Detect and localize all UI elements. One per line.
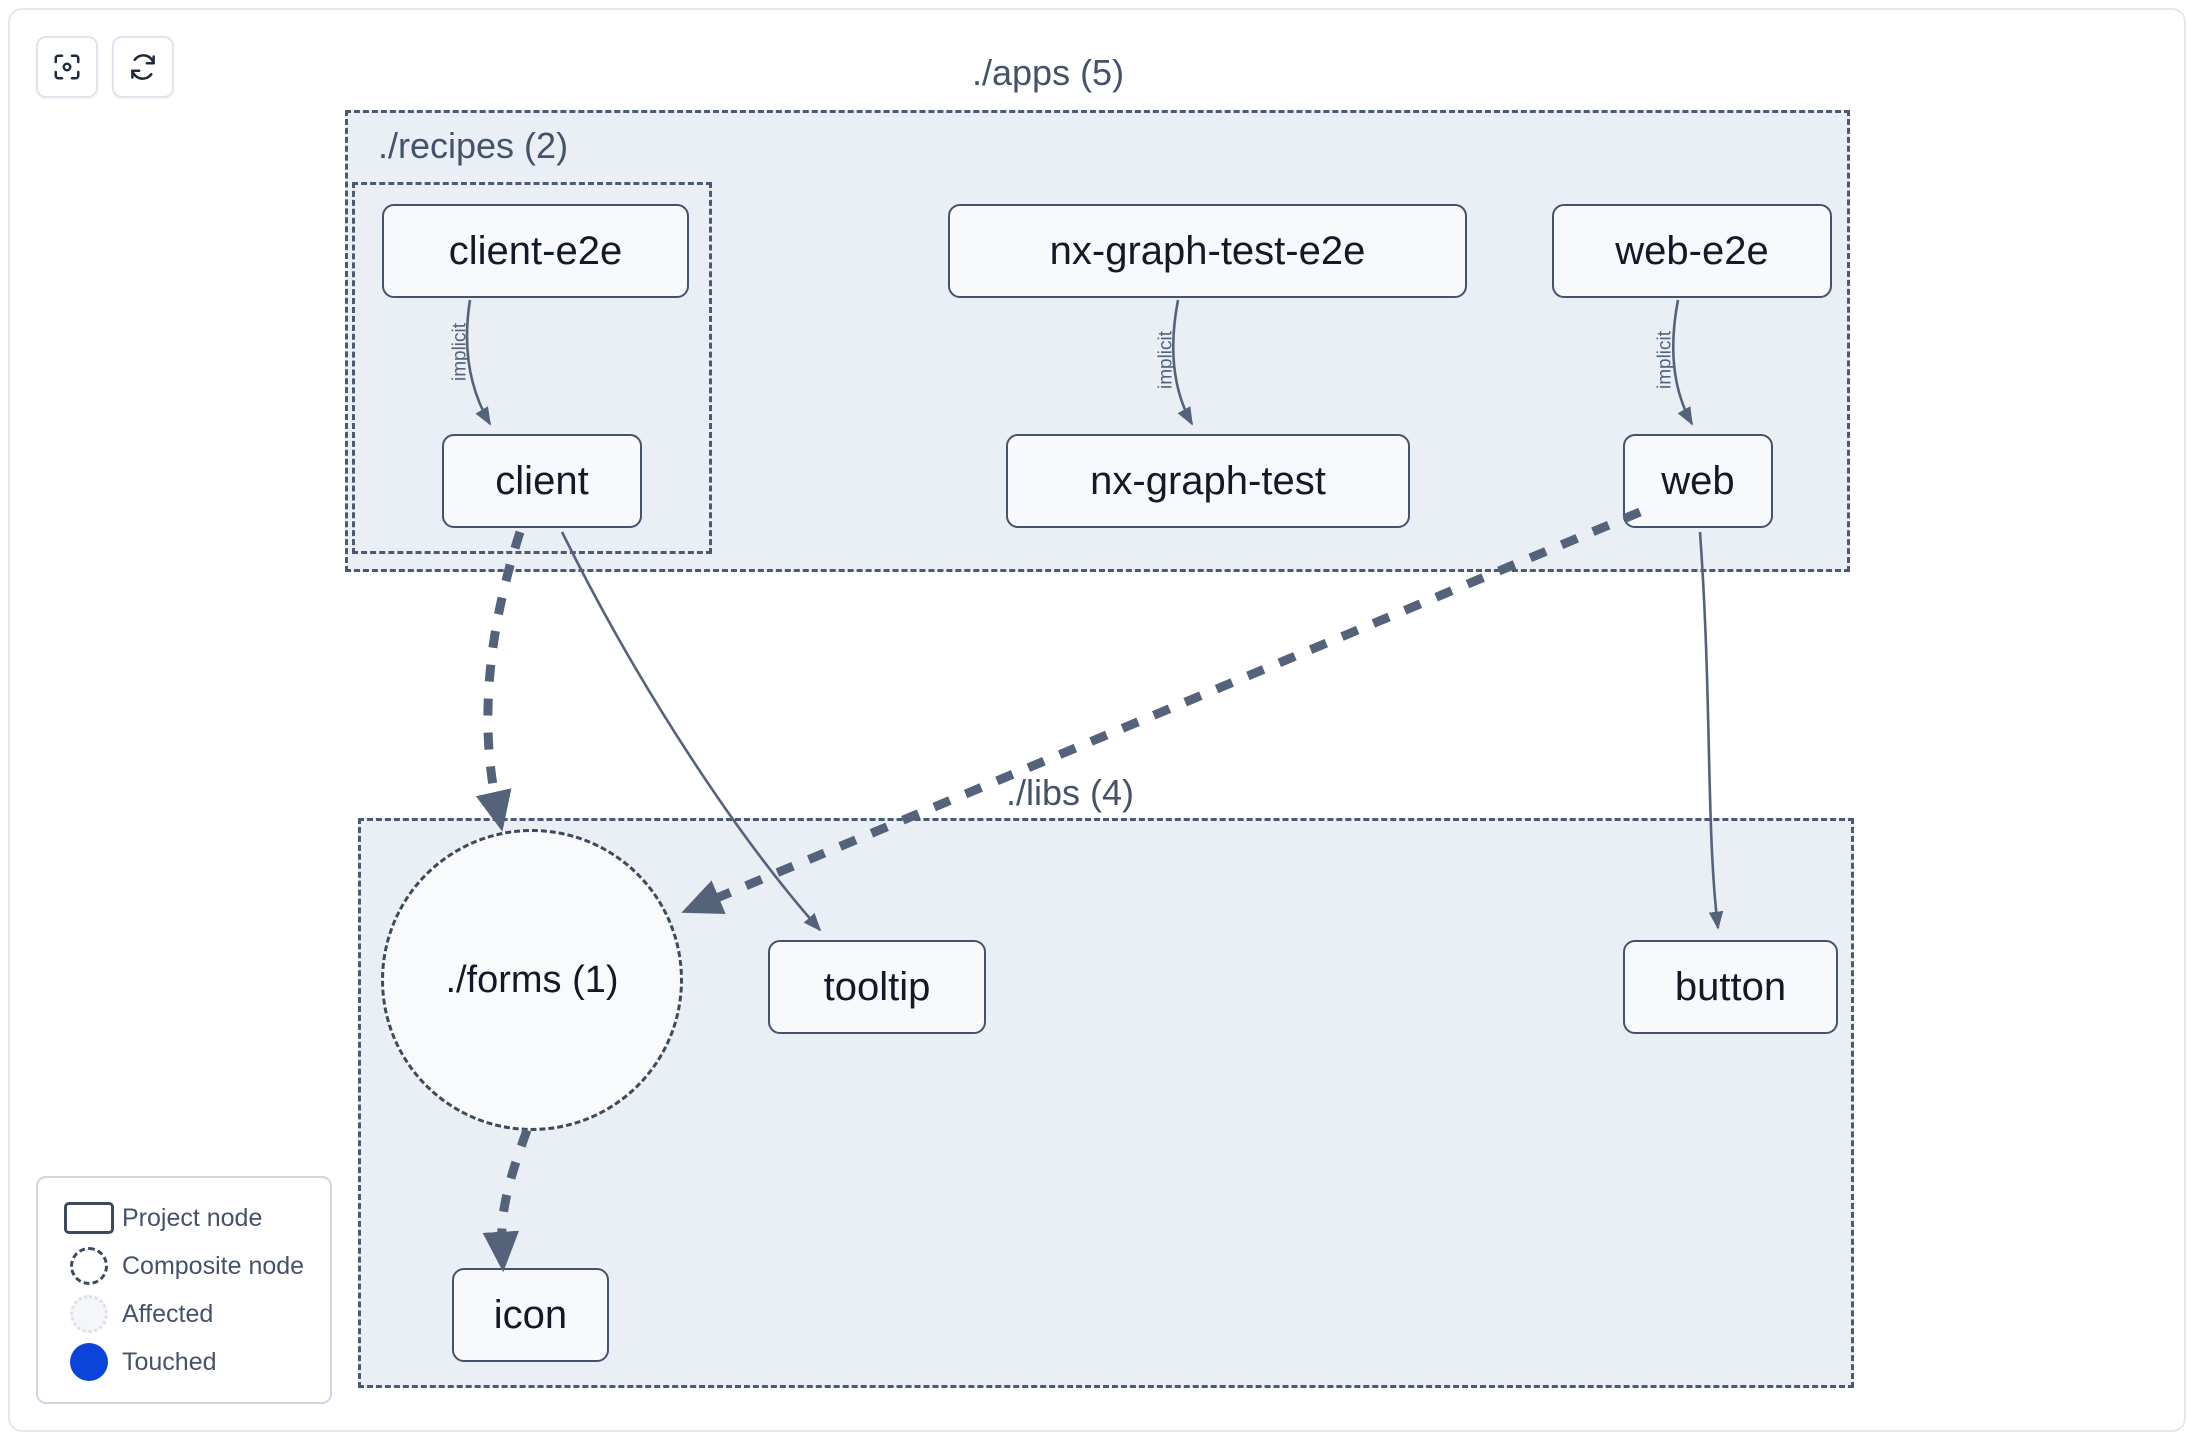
node-forms-composite[interactable]: ./forms (1) [381, 829, 683, 1131]
legend-item-affected: Affected [56, 1290, 312, 1338]
legend-item-touched: Touched [56, 1338, 312, 1386]
group-recipes-label: ./recipes (2) [378, 125, 569, 166]
legend-item-composite-node: Composite node [56, 1242, 312, 1290]
group-libs-label: ./libs (4) [1006, 772, 1135, 813]
legend-item-project-node: Project node [56, 1194, 312, 1242]
node-tooltip[interactable]: tooltip [768, 940, 986, 1034]
node-client[interactable]: client [442, 434, 642, 528]
refresh-graph-button[interactable] [112, 36, 174, 98]
node-button[interactable]: button [1623, 940, 1838, 1034]
node-web-e2e[interactable]: web-e2e [1552, 204, 1832, 298]
touched-swatch [56, 1343, 122, 1381]
graph-toolbar [36, 36, 174, 98]
affected-swatch [56, 1295, 122, 1333]
node-web[interactable]: web [1623, 434, 1773, 528]
refresh-icon [128, 52, 158, 82]
legend-label-composite-node: Composite node [122, 1251, 305, 1280]
group-apps-label: ./apps (5) [972, 52, 1125, 93]
focus-scan-icon [52, 52, 82, 82]
composite-node-swatch [56, 1247, 122, 1285]
node-icon[interactable]: icon [452, 1268, 609, 1362]
node-nx-graph-test[interactable]: nx-graph-test [1006, 434, 1410, 528]
project-node-swatch [56, 1202, 122, 1234]
graph-legend: Project node Composite node Affected Tou… [36, 1176, 332, 1404]
legend-label-touched: Touched [122, 1347, 217, 1376]
focus-graph-button[interactable] [36, 36, 98, 98]
node-nx-graph-test-e2e[interactable]: nx-graph-test-e2e [948, 204, 1467, 298]
legend-label-affected: Affected [122, 1299, 214, 1328]
legend-label-project-node: Project node [122, 1203, 263, 1232]
node-client-e2e[interactable]: client-e2e [382, 204, 689, 298]
